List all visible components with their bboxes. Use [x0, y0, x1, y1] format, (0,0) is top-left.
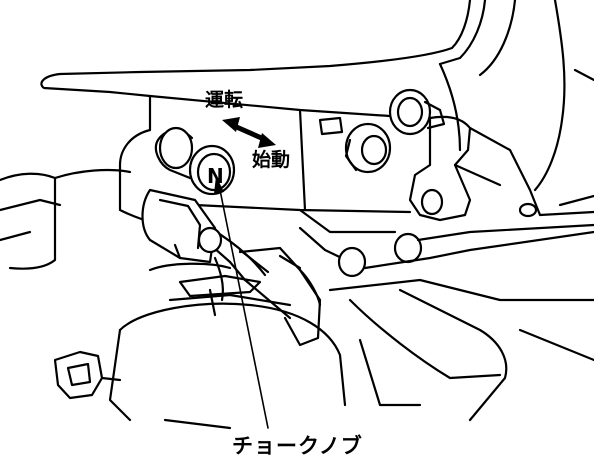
- choke-knob-symbol: N: [207, 164, 224, 188]
- lower-frame: [298, 208, 594, 422]
- carburetor: [141, 188, 322, 347]
- label-start: 始動: [252, 149, 291, 171]
- bolt-head-mid: [344, 122, 392, 174]
- label-choke-knob: チョークノブ: [232, 434, 363, 458]
- bracket-right: [408, 115, 594, 222]
- direction-double-arrow: [222, 117, 276, 148]
- choke-knob: [188, 144, 236, 196]
- air-cleaner: [53, 262, 347, 430]
- choke-leader-line: [214, 176, 269, 429]
- engine-housing: [40, 0, 594, 192]
- choke-rod: [154, 126, 302, 274]
- bolt-head-upper-right: [388, 88, 446, 136]
- label-run: 運転: [205, 89, 244, 111]
